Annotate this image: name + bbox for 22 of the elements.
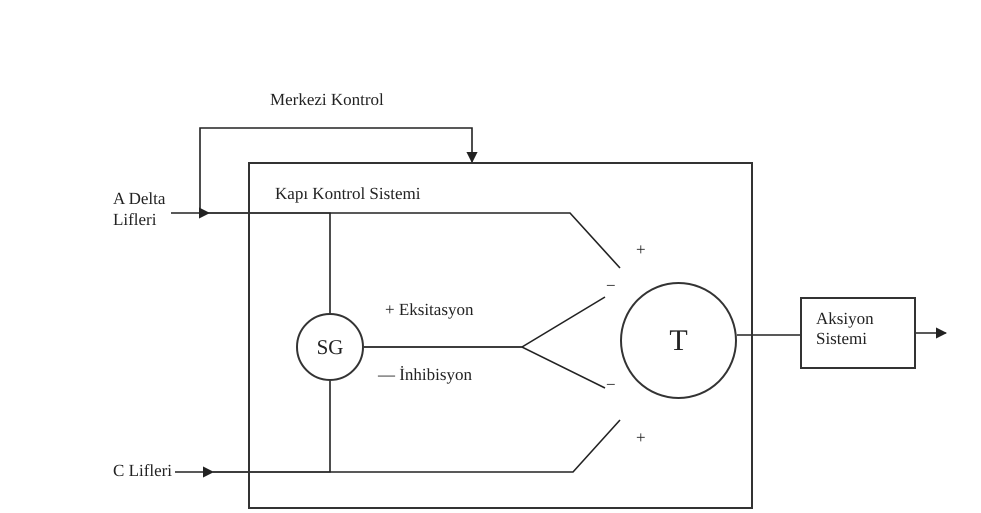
edge-label: + Eksitasyon bbox=[385, 300, 474, 320]
arrow bbox=[171, 207, 210, 219]
frame-title: Kapı Kontrol Sistemi bbox=[275, 184, 420, 204]
input-label: A Delta Lifleri bbox=[113, 188, 166, 230]
arrow bbox=[916, 327, 948, 339]
edge-label: Merkezi Kontrol bbox=[270, 90, 384, 110]
edge-label: — İnhibisyon bbox=[378, 365, 472, 386]
node-label: T bbox=[669, 324, 688, 358]
sign-label: + bbox=[636, 240, 646, 260]
arrow bbox=[175, 466, 214, 478]
box-label: Aksiyon Sistemi bbox=[816, 309, 874, 348]
connector-line bbox=[737, 334, 800, 336]
connector-line bbox=[364, 346, 606, 389]
sign-label: + bbox=[636, 428, 646, 448]
input-label: C Lifleri bbox=[113, 460, 174, 482]
connector-line bbox=[209, 212, 331, 313]
process-box bbox=[800, 297, 916, 369]
node-label: SG bbox=[316, 334, 344, 360]
sign-label: − bbox=[606, 375, 616, 396]
system-frame bbox=[248, 162, 753, 509]
sign-label: − bbox=[606, 276, 616, 296]
connector-line bbox=[213, 381, 331, 473]
